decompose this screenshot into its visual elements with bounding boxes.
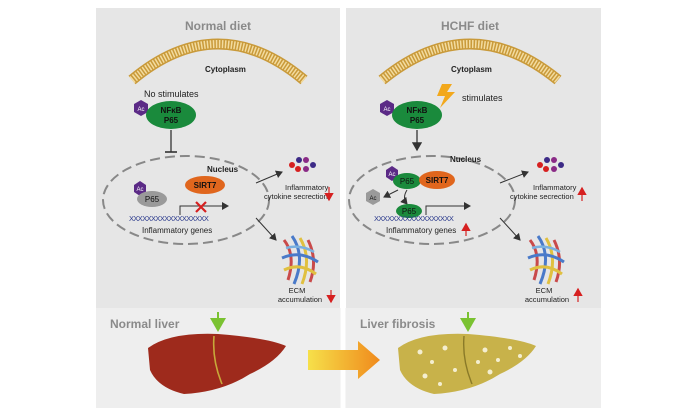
lightning-icon — [437, 84, 455, 108]
left-sirt7 — [185, 176, 225, 194]
right-dna: XXXXXXXXXXXXXXXXXX — [374, 214, 454, 223]
svg-text:SIRT7: SIRT7 — [426, 176, 449, 185]
fibrotic-nodules — [417, 345, 522, 386]
svg-text:Ac: Ac — [137, 107, 144, 113]
left-nucleus-ac-icon — [134, 181, 146, 196]
right-stimulus-label: stimulates — [462, 93, 503, 103]
right-title: HCHF diet — [441, 19, 499, 33]
progression-arrow — [308, 341, 380, 379]
right-ecm-label-2: accumulation — [525, 295, 569, 304]
svg-text:P65: P65 — [410, 116, 425, 125]
left-cytokine-label-1: Inflammatory — [285, 183, 329, 192]
right-ecm-fibers — [527, 235, 565, 285]
svg-text:Ac: Ac — [388, 172, 395, 178]
svg-text:P65: P65 — [402, 207, 417, 216]
normal-liver-label: Normal liver — [110, 317, 180, 331]
right-cytokine-label-1: Inflammatory — [533, 183, 577, 192]
svg-text:P65: P65 — [164, 116, 179, 125]
left-ecm-label-1: ECM — [289, 286, 306, 295]
left-ecm-fibers — [281, 235, 319, 285]
right-sirt7 — [419, 171, 455, 189]
right-cytokine-label-2: cytokine secrection — [510, 192, 574, 201]
right-genes-label: Inflammatory genes — [386, 226, 456, 235]
left-nfkb-complex — [146, 101, 196, 129]
right-nfkb-complex — [392, 101, 442, 129]
right-ac-icon — [380, 100, 394, 116]
left-p65-gray — [137, 191, 167, 207]
left-nucleus-label: Nucleus — [207, 165, 239, 174]
svg-text:P65: P65 — [400, 177, 415, 186]
svg-text:Ac: Ac — [383, 107, 390, 113]
left-stimulus-label: No stimulates — [144, 89, 199, 99]
right-nucleus-label: Nucleus — [450, 155, 482, 164]
left-dna: XXXXXXXXXXXXXXXXXX — [129, 214, 209, 223]
left-ac-icon — [134, 100, 148, 116]
right-cytoplasm-label: Cytoplasm — [451, 65, 492, 74]
right-p65-deacetylated — [396, 204, 422, 218]
svg-text:NFκB: NFκB — [407, 106, 428, 115]
svg-text:Ac: Ac — [136, 187, 143, 193]
svg-text:Ac: Ac — [369, 196, 376, 202]
fibrotic-liver — [398, 333, 536, 394]
right-ecm-label-1: ECM — [536, 286, 553, 295]
liver-fibrosis-label: Liver fibrosis — [360, 317, 436, 331]
left-genes-label: Inflammatory genes — [142, 226, 212, 235]
svg-text:P65: P65 — [145, 195, 160, 204]
left-cytokine-label-2: cytokine secrection — [264, 192, 328, 201]
normal-liver — [148, 333, 286, 394]
right-nucleus — [348, 155, 516, 245]
left-cytokine-dots — [289, 157, 316, 172]
right-cytokine-dots — [537, 157, 564, 172]
right-p65-green — [393, 173, 421, 189]
left-cytoplasm-label: Cytoplasm — [205, 65, 246, 74]
svg-text:SIRT7: SIRT7 — [194, 181, 217, 190]
left-nucleus — [102, 155, 270, 245]
left-title: Normal diet — [185, 19, 251, 33]
left-ecm-label-2: accumulation — [278, 295, 322, 304]
left-membrane — [128, 38, 308, 85]
svg-text:NFκB: NFκB — [161, 106, 182, 115]
right-released-ac-icon — [366, 189, 380, 205]
